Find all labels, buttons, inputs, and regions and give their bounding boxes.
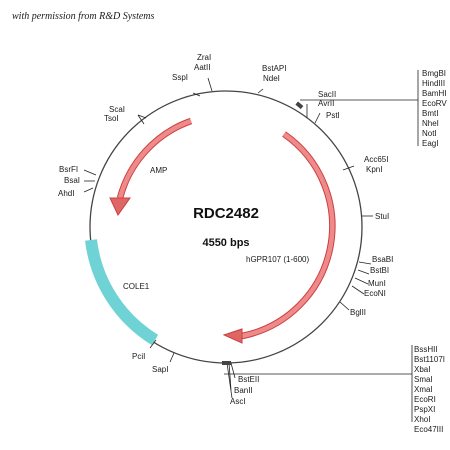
site-label-bsrfi: BsrFI — [59, 165, 78, 174]
cole1-origin-band — [85, 239, 159, 346]
amp-arrow-body-outline — [116, 117, 193, 199]
feature-label-cole1: COLE1 — [123, 282, 150, 291]
mcs-top-item: HindIII — [422, 79, 445, 88]
site-label-bglii: BglII — [350, 308, 366, 317]
site-label-bstbi: BstBI — [370, 266, 389, 275]
site-ticks — [83, 70, 419, 422]
site-label-scai: ScaI — [109, 105, 125, 114]
site-label-kpni: KpnI — [366, 165, 382, 174]
site-label-asci: AscI — [230, 397, 246, 406]
mcs-top-item: EagI — [422, 139, 438, 148]
plasmid-size: 4550 bps — [202, 237, 249, 249]
site-label-psti: PstI — [326, 111, 340, 120]
site-label-ahdi: AhdI — [58, 189, 74, 198]
site-label-avrii: AvrII — [318, 99, 334, 108]
mcs-bottom-item: SmaI — [414, 375, 433, 384]
insert-arrow-body-outline — [241, 131, 336, 340]
site-label-sspi: SspI — [172, 73, 188, 82]
mcs-bottom-item: BssHII — [414, 345, 438, 354]
mcs-bottom-item: Eco47III — [414, 425, 443, 434]
site-label-acc65i: Acc65I — [364, 155, 388, 164]
site-label-sapi: SapI — [152, 365, 168, 374]
right-bottom-site-list: BssHII Bst1107I XbaI SmaI XmaI EcoRI Psp… — [414, 345, 445, 434]
site-label-stui: StuI — [375, 212, 389, 221]
mcs-top-item: EcoRV — [422, 99, 447, 108]
mcs-bottom-item: XhoI — [414, 415, 430, 424]
mcs-top-item: BamHI — [422, 89, 446, 98]
plasmid-name: RDC2482 — [193, 205, 259, 222]
mcs-top-item: BmgBI — [422, 69, 446, 78]
site-label-tsoi: TsoI — [104, 114, 119, 123]
amp-arrow-head — [109, 197, 131, 216]
site-label-pcii: PciI — [132, 352, 145, 361]
feature-label-insert: hGPR107 (1-600) — [246, 255, 309, 264]
site-label-aatii: AatII — [194, 63, 210, 72]
mcs-marker-top — [295, 101, 304, 110]
credit-text: with permission from R&D Systems — [12, 11, 155, 22]
mcs-bottom-item: Bst1107I — [414, 355, 445, 364]
site-label-sacii: SacII — [318, 90, 336, 99]
mcs-marker-bottom — [222, 361, 231, 365]
site-label-bsai: BsaI — [64, 176, 80, 185]
insert-arrow-head — [222, 328, 243, 344]
insert-arrow-body — [241, 132, 335, 339]
site-label-zrai: ZraI — [197, 53, 211, 62]
site-label-munl: MunI — [368, 279, 386, 288]
mcs-top-item: NotI — [422, 129, 437, 138]
mcs-bottom-item: XmaI — [414, 385, 433, 394]
feature-label-amp: AMP — [150, 166, 167, 175]
mcs-bottom-item: PspXI — [414, 405, 435, 414]
site-label-banii: BanII — [234, 386, 253, 395]
amp-arrow-body — [117, 118, 192, 199]
site-label-bsteii: BstEII — [238, 375, 259, 384]
site-label-bsabi: BsaBI — [372, 255, 393, 264]
mcs-bottom-item: EcoRI — [414, 395, 436, 404]
mcs-top-item: NheI — [422, 119, 439, 128]
mcs-top-item: BmtI — [422, 109, 438, 118]
site-label-econi: EcoNI — [364, 289, 386, 298]
site-label-bstapi: BstAPI — [262, 64, 286, 73]
site-label-ndei: NdeI — [263, 74, 280, 83]
mcs-bottom-item: XbaI — [414, 365, 430, 374]
right-top-site-list: BmgBI HindIII BamHI EcoRV BmtI NheI NotI… — [422, 69, 447, 148]
